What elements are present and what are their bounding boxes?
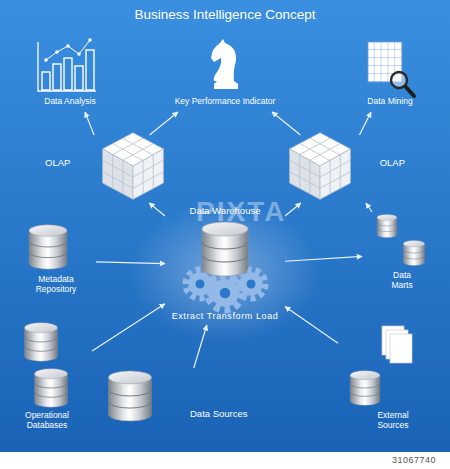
trend-dot xyxy=(55,50,59,54)
flow-arrow xyxy=(285,256,362,261)
database-cylinder xyxy=(377,214,397,237)
magnifier-handle xyxy=(405,86,414,96)
data-mining-icon xyxy=(368,42,414,96)
diagram-node: Data Analysis xyxy=(25,36,115,112)
diagram-node: OLAP xyxy=(280,135,405,203)
diagram-title: Business Intelligence Concept xyxy=(0,7,450,22)
flow-arrow xyxy=(194,325,207,368)
diagram-node: Metadata Repository xyxy=(18,222,96,300)
flow-arrow xyxy=(272,112,300,135)
database-cylinder xyxy=(35,369,68,408)
node-label: Data Sources xyxy=(190,408,270,419)
bar-chart-icon xyxy=(38,38,96,91)
chess-knight-icon xyxy=(211,39,238,89)
background xyxy=(0,0,450,452)
trend-dots xyxy=(44,38,92,62)
chart-bar xyxy=(53,64,61,90)
chart-bars xyxy=(42,50,94,90)
flow-arrow xyxy=(285,203,301,216)
olap-cube xyxy=(103,133,164,200)
flow-arrow xyxy=(150,112,178,135)
database-cylinder xyxy=(350,371,380,406)
olap-cube xyxy=(290,133,351,200)
flow-arrow xyxy=(366,203,372,212)
diagram-node: Operational Databases xyxy=(12,318,92,436)
node-label: Data Mining xyxy=(345,96,435,106)
node-label: Extract Transform Load xyxy=(165,311,285,322)
node-label: External Sources xyxy=(368,410,418,430)
chart-axes xyxy=(38,42,96,91)
magnifier-lens xyxy=(391,72,407,88)
diagram-node: OLAP xyxy=(45,135,170,203)
flow-arrow xyxy=(285,307,338,344)
chart-bar xyxy=(86,50,94,90)
paper-stack xyxy=(382,326,412,363)
node-label: Data Analysis xyxy=(25,96,115,106)
trend-dot xyxy=(66,44,70,48)
database-cylinder xyxy=(109,371,152,421)
chart-bar xyxy=(42,72,50,90)
chart-bar xyxy=(64,58,72,90)
node-label: Data Marts xyxy=(387,270,417,290)
flow-arrow xyxy=(360,112,372,135)
node-label: OLAP xyxy=(372,157,405,168)
diagram-node: Data Sources xyxy=(100,368,270,426)
chart-bar xyxy=(75,66,83,90)
trend-dot xyxy=(44,58,48,62)
trend-line xyxy=(46,40,90,60)
warehouse-cylinder xyxy=(202,222,248,276)
flow-arrow xyxy=(96,262,165,264)
database-cylinder xyxy=(29,225,67,269)
trend-dot xyxy=(88,38,92,42)
database-cylinder xyxy=(403,240,424,265)
node-label: Key Performance Indicator xyxy=(160,96,290,106)
node-label: OLAP xyxy=(45,157,90,168)
diagram-node: External Sources xyxy=(338,320,438,436)
database-cylinder xyxy=(25,323,58,362)
footer-strip xyxy=(0,452,450,469)
diagram-node: Data Marts xyxy=(362,212,440,296)
node-label: Operational Databases xyxy=(17,410,77,430)
diagram-node: Data Mining xyxy=(345,36,435,112)
flow-arrow xyxy=(92,304,165,351)
watermark: PIXTA xyxy=(196,196,286,228)
image-id: 31067740 xyxy=(392,455,436,465)
diagram-node: Key Performance Indicator xyxy=(160,36,290,112)
flow-arrow xyxy=(85,112,94,135)
node-label: Metadata Repository xyxy=(26,274,86,294)
paper-sheet xyxy=(390,334,412,363)
trend-dot xyxy=(77,52,81,56)
flow-arrow xyxy=(149,203,165,216)
